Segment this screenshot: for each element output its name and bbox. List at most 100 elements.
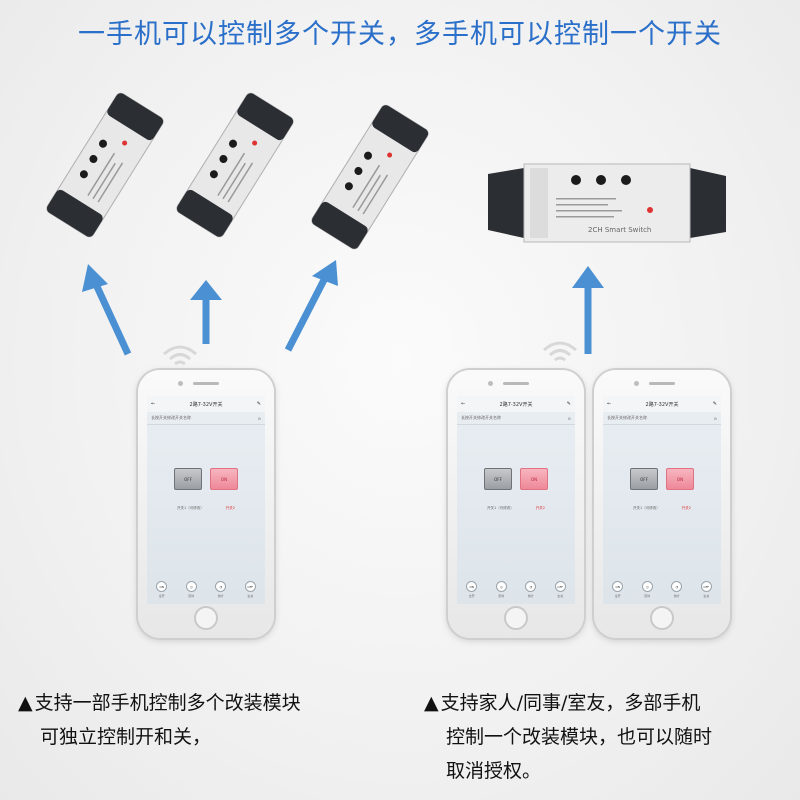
app-title: 2路7-32V开关 <box>499 401 533 408</box>
timer-icon: ◷ <box>185 581 197 592</box>
triangle-marker: ▲ <box>424 692 439 714</box>
dock-countdown[interactable]: ◔倒计 <box>671 581 683 598</box>
all-on-icon: ON <box>466 581 478 592</box>
caption-right-line2: 控制一个改装模块，也可以随时 <box>446 726 713 748</box>
phone-right-a: ← 2路7-32V开关 ✎ 长按开关修改开关名称 ⊙ OFF ON 开关1（可修… <box>448 370 584 638</box>
dock-label: 全开 <box>158 594 165 598</box>
app-screen: ← 2路7-32V开关 ✎ 长按开关修改开关名称 ⊙ OFF ON 开关1（可修… <box>147 396 265 604</box>
all-on-icon: ON <box>156 581 168 592</box>
phone-speaker <box>193 382 219 385</box>
switch-buttons: OFF ON <box>603 468 721 490</box>
dock-timer[interactable]: ◷定时 <box>641 581 653 598</box>
timer-icon: ◷ <box>495 581 507 592</box>
phone-right-b: ← 2路7-32V开关 ✎ 长按开关修改开关名称 ⊙ OFF ON 开关1（可修… <box>594 370 730 638</box>
dock-label: 倒计 <box>527 594 534 598</box>
channel-labels: 开关1（可修改） 开关2 <box>457 506 575 511</box>
switch-buttons: OFF ON <box>147 468 265 490</box>
dock-label: 全开 <box>468 594 475 598</box>
caption-right: ▲支持家人/同事/室友，多部手机 控制一个改装模块，也可以随时 取消授权。 <box>424 686 794 788</box>
app-dock: ON 全开 ◷ 定时 ◔倒计 OFF 全关 <box>147 581 265 598</box>
dock-label: 全关 <box>557 594 564 598</box>
dock-label: 倒计 <box>217 594 224 598</box>
help-icon[interactable]: ⊙ <box>713 415 717 421</box>
dock-all-off[interactable]: OFF 全关 <box>700 581 712 598</box>
dock-countdown[interactable]: ◔ 倒计 <box>525 581 537 598</box>
phone-speaker <box>649 382 675 385</box>
dock-all-on[interactable]: ON 全开 <box>466 581 478 598</box>
dock-label: 全关 <box>703 594 710 598</box>
clock-icon: ◔ <box>671 581 683 592</box>
wifi-icon-left <box>163 345 197 366</box>
all-off-icon: OFF <box>700 581 712 592</box>
on-button[interactable]: ON <box>520 468 548 490</box>
app-header: ← 2路7-32V开关 ✎ <box>147 396 265 412</box>
edit-icon[interactable]: ✎ <box>712 401 717 407</box>
all-off-icon: OFF <box>554 581 566 592</box>
arrow-up-left <box>82 264 132 356</box>
caption-left-line1: ▲支持一部手机控制多个改装模块 <box>18 686 378 720</box>
arrow-up-center <box>190 280 222 344</box>
home-button[interactable] <box>650 606 674 630</box>
app-dock: ON 全开 ◷ 定时 ◔ 倒计 OFF 全关 <box>457 581 575 598</box>
off-button[interactable]: OFF <box>174 468 202 490</box>
phone-speaker <box>503 382 529 385</box>
app-screen: ← 2路7-32V开关 ✎ 长按开关修改开关名称 ⊙ OFF ON 开关1（可修… <box>603 396 721 604</box>
channel-1-label: 开关1（可修改） <box>487 506 514 510</box>
dock-all-off[interactable]: OFF 全关 <box>244 581 256 598</box>
app-subtitle-row: 长按开关修改开关名称 ⊙ <box>603 412 721 425</box>
edit-icon[interactable]: ✎ <box>566 401 571 407</box>
dock-label: 定时 <box>188 594 195 598</box>
back-icon[interactable]: ← <box>607 401 612 407</box>
caption-right-line3: 取消授权。 <box>446 760 542 782</box>
all-off-icon: OFF <box>244 581 256 592</box>
off-button[interactable]: OFF <box>484 468 512 490</box>
channel-1-label: 开关1（可修改） <box>177 506 204 510</box>
back-icon[interactable]: ← <box>151 401 156 407</box>
on-button[interactable]: ON <box>210 468 238 490</box>
home-button[interactable] <box>194 606 218 630</box>
dock-all-on[interactable]: ON 全开 <box>156 581 168 598</box>
channel-labels: 开关1（可修改） 开关2 <box>603 506 721 511</box>
help-icon[interactable]: ⊙ <box>567 415 571 421</box>
app-subtitle: 长按开关修改开关名称 <box>607 415 647 420</box>
dock-all-on[interactable]: ON 全开 <box>612 581 624 598</box>
clock-icon: ◔ <box>525 581 537 592</box>
on-button[interactable]: ON <box>666 468 694 490</box>
caption-right-line1: ▲支持家人/同事/室友，多部手机 <box>424 686 794 720</box>
app-title: 2路7-32V开关 <box>189 401 223 408</box>
channel-2-label: 开关2 <box>535 506 545 510</box>
app-screen: ← 2路7-32V开关 ✎ 长按开关修改开关名称 ⊙ OFF ON 开关1（可修… <box>457 396 575 604</box>
channel-2-label: 开关2 <box>681 506 691 510</box>
app-title: 2路7-32V开关 <box>645 401 679 408</box>
wifi-icon-right <box>543 341 577 362</box>
channel-labels: 开关1（可修改） 开关2 <box>147 506 265 511</box>
all-on-icon: ON <box>612 581 624 592</box>
phone-camera <box>634 381 639 386</box>
help-icon[interactable]: ⊙ <box>257 415 261 421</box>
dock-timer[interactable]: ◷ 定时 <box>185 581 197 598</box>
caption-right-text1: 支持家人/同事/室友，多部手机 <box>440 692 701 714</box>
caption-left-text1: 支持一部手机控制多个改装模块 <box>34 692 301 714</box>
dock-label: 全开 <box>614 594 621 598</box>
dock-countdown[interactable]: ◔倒计 <box>215 581 227 598</box>
phone-camera <box>488 381 493 386</box>
dock-all-off[interactable]: OFF 全关 <box>554 581 566 598</box>
arrow-up-right <box>284 260 338 352</box>
dock-label: 定时 <box>498 594 505 598</box>
timer-icon: ◷ <box>641 581 653 592</box>
dock-timer[interactable]: ◷ 定时 <box>495 581 507 598</box>
off-button[interactable]: OFF <box>630 468 658 490</box>
phone-left: ← 2路7-32V开关 ✎ 长按开关修改开关名称 ⊙ OFF ON 开关1（可修… <box>138 370 274 638</box>
arrow-up-single <box>572 266 604 354</box>
app-dock: ON 全开 ◷定时 ◔倒计 OFF 全关 <box>603 581 721 598</box>
app-subtitle: 长按开关修改开关名称 <box>151 415 191 420</box>
app-subtitle-row: 长按开关修改开关名称 ⊙ <box>457 412 575 425</box>
dock-label: 全关 <box>247 594 254 598</box>
home-button[interactable] <box>504 606 528 630</box>
device-label: 2CH Smart Switch <box>588 226 651 234</box>
switch-buttons: OFF ON <box>457 468 575 490</box>
switch-module-single: 2CH Smart Switch <box>488 163 726 243</box>
back-icon[interactable]: ← <box>461 401 466 407</box>
edit-icon[interactable]: ✎ <box>256 401 261 407</box>
app-subtitle: 长按开关修改开关名称 <box>461 415 501 420</box>
